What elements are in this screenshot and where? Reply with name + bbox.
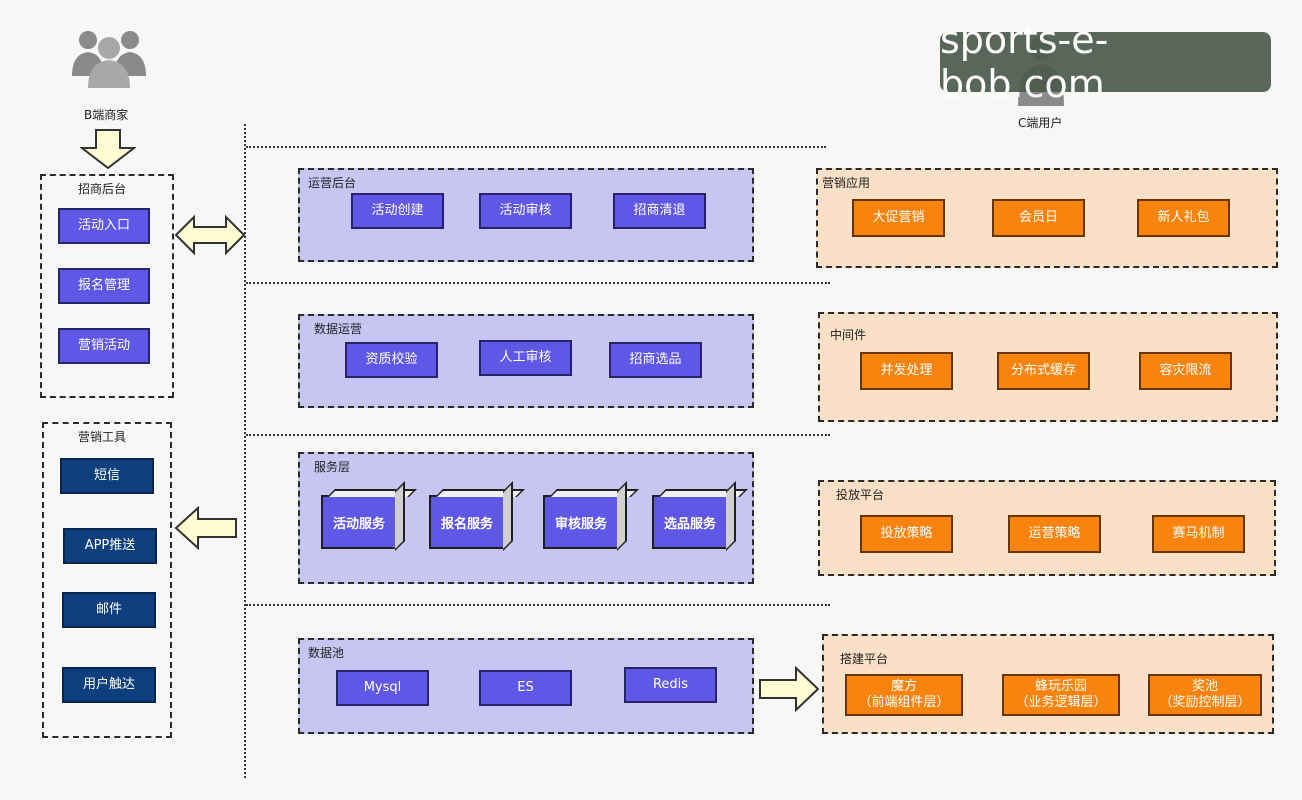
left-arrow-icon bbox=[174, 506, 237, 550]
disaster-ratelimit-button[interactable]: 容灾限流 bbox=[1139, 352, 1232, 390]
distributed-cache-button[interactable]: 分布式缓存 bbox=[997, 352, 1090, 390]
concurrency-button[interactable]: 并发处理 bbox=[860, 352, 953, 390]
divider-3 bbox=[246, 434, 830, 436]
review-service-box[interactable]: 审核服务 bbox=[543, 495, 619, 549]
es-button[interactable]: ES bbox=[479, 670, 572, 706]
button-line1: 蜂玩乐园 bbox=[1034, 678, 1087, 694]
group-title: 投放平台 bbox=[836, 488, 885, 502]
jiangchi-button[interactable]: 奖池 （奖励控制层） bbox=[1148, 674, 1262, 716]
sms-button[interactable]: 短信 bbox=[60, 458, 154, 494]
registration-service-box[interactable]: 报名服务 bbox=[429, 495, 505, 549]
down-arrow-icon bbox=[80, 129, 136, 170]
watermark: sports-e-bob.com bbox=[940, 18, 1271, 106]
activity-review-button[interactable]: 活动审核 bbox=[479, 193, 572, 229]
merchant-cleanup-button[interactable]: 招商清退 bbox=[613, 193, 706, 229]
group-title: 营销工具 bbox=[78, 430, 127, 444]
user-reach-button[interactable]: 用户触达 bbox=[62, 667, 156, 703]
divider-1 bbox=[246, 146, 826, 148]
double-arrow-icon bbox=[174, 214, 246, 256]
mofang-button[interactable]: 魔方 （前端组件层） bbox=[845, 674, 963, 716]
divider-2 bbox=[246, 282, 830, 284]
fengwan-button[interactable]: 蜂玩乐园 （业务逻辑层） bbox=[1002, 674, 1120, 716]
group-title: 服务层 bbox=[314, 460, 351, 474]
button-line2: （业务逻辑层） bbox=[1015, 695, 1107, 710]
group-title: 招商后台 bbox=[78, 182, 127, 196]
product-selection-button[interactable]: 招商选品 bbox=[609, 342, 702, 378]
newcomer-gift-button[interactable]: 新人礼包 bbox=[1137, 199, 1230, 237]
qualification-check-button[interactable]: 资质校验 bbox=[345, 342, 438, 378]
vertical-divider bbox=[244, 124, 246, 778]
b-merchant-users-icon bbox=[72, 31, 146, 88]
app-push-button[interactable]: APP推送 bbox=[63, 528, 157, 564]
ops-strategy-button[interactable]: 运营策略 bbox=[1008, 515, 1101, 553]
group-title: 搭建平台 bbox=[840, 652, 889, 666]
divider-4 bbox=[246, 604, 830, 606]
marketing-activity-button[interactable]: 营销活动 bbox=[58, 328, 150, 364]
right-arrow-icon bbox=[759, 666, 820, 712]
selection-service-box[interactable]: 选品服务 bbox=[652, 495, 728, 549]
group-title: 运营后台 bbox=[308, 176, 357, 190]
activity-service-box[interactable]: 活动服务 bbox=[321, 495, 397, 549]
button-line2: （奖励控制层） bbox=[1159, 695, 1251, 710]
group-title: 营销应用 bbox=[822, 176, 871, 190]
b-merchant-label: B端商家 bbox=[84, 108, 129, 122]
delivery-strategy-button[interactable]: 投放策略 bbox=[860, 515, 953, 553]
horse-race-button[interactable]: 赛马机制 bbox=[1152, 515, 1245, 553]
group-title: 数据运营 bbox=[314, 322, 363, 336]
button-line1: 魔方 bbox=[890, 678, 917, 694]
group-title: 数据池 bbox=[308, 646, 345, 660]
big-promo-button[interactable]: 大促营销 bbox=[852, 199, 945, 237]
activity-entry-button[interactable]: 活动入口 bbox=[58, 208, 150, 244]
group-title: 中间件 bbox=[830, 328, 867, 342]
button-line1: 奖池 bbox=[1191, 678, 1218, 694]
redis-button[interactable]: Redis bbox=[624, 667, 717, 703]
registration-management-button[interactable]: 报名管理 bbox=[58, 268, 150, 304]
member-day-button[interactable]: 会员日 bbox=[992, 199, 1085, 237]
button-line2: （前端组件层） bbox=[858, 695, 950, 710]
activity-create-button[interactable]: 活动创建 bbox=[351, 193, 444, 229]
c-user-label: C端用户 bbox=[1018, 116, 1063, 130]
manual-review-button[interactable]: 人工审核 bbox=[479, 340, 572, 376]
mysql-button[interactable]: Mysql bbox=[336, 670, 429, 706]
email-button[interactable]: 邮件 bbox=[62, 592, 156, 628]
